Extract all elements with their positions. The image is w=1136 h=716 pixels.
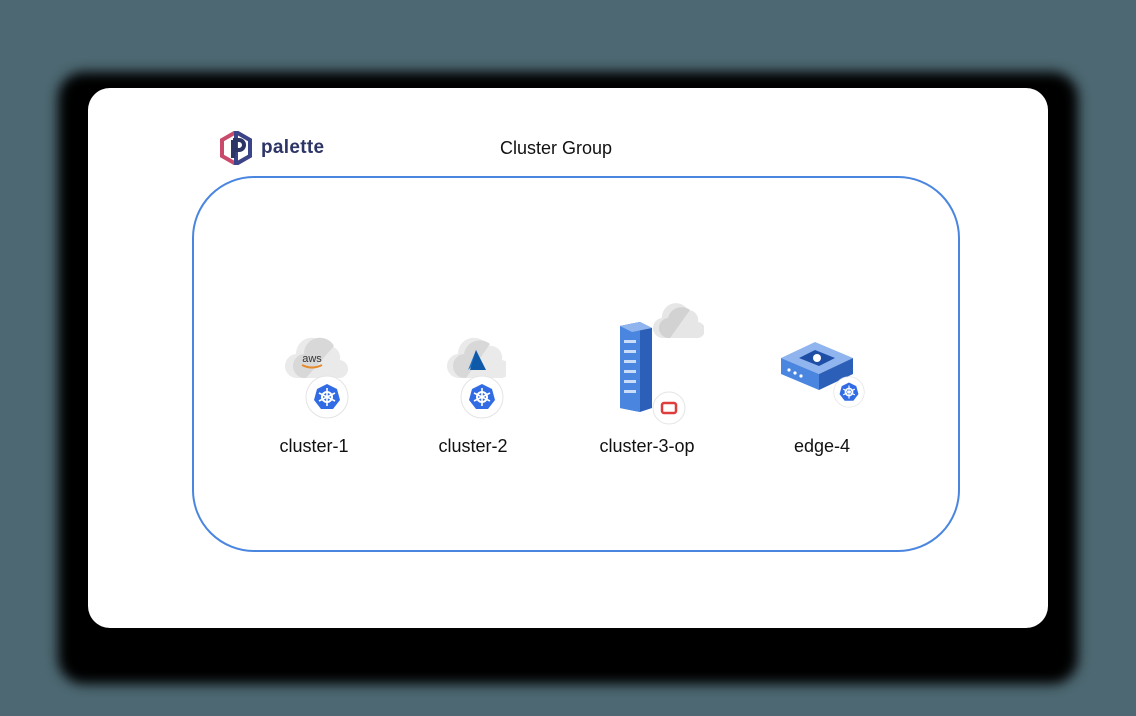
cluster-node-4[interactable]: edge-4 [747, 332, 897, 457]
cluster-node-2[interactable]: cluster-2 [398, 332, 548, 457]
palette-logo-icon [220, 131, 252, 165]
aws-text: aws [302, 353, 322, 365]
cloud-icon [653, 303, 704, 339]
edge-device-icon [781, 342, 853, 390]
cluster-label: edge-4 [793, 436, 851, 456]
cluster-label: cluster-3-op [599, 436, 695, 456]
cluster-node-3[interactable]: cluster-3-op [572, 303, 722, 457]
kubernetes-icon [305, 375, 349, 419]
cluster-group-box: aws cluster-1 [192, 176, 960, 552]
cluster-node-1[interactable]: aws cluster-1 [239, 332, 389, 457]
cluster-label: cluster-1 [279, 436, 349, 456]
aws-cloud-icon: aws [285, 337, 348, 379]
brand-name: palette [261, 137, 325, 158]
cluster-label: cluster-2 [438, 436, 508, 456]
kubernetes-icon [460, 375, 504, 419]
server-rack-icon [620, 322, 652, 412]
azure-cloud-icon [447, 337, 506, 379]
palette-logo: palette [219, 131, 324, 165]
kubernetes-icon [833, 376, 865, 408]
openshift-icon [652, 391, 686, 425]
diagram-card: palette Cluster Group aws cluster-1 [88, 88, 1048, 628]
cluster-group-title: Cluster Group [500, 138, 613, 158]
